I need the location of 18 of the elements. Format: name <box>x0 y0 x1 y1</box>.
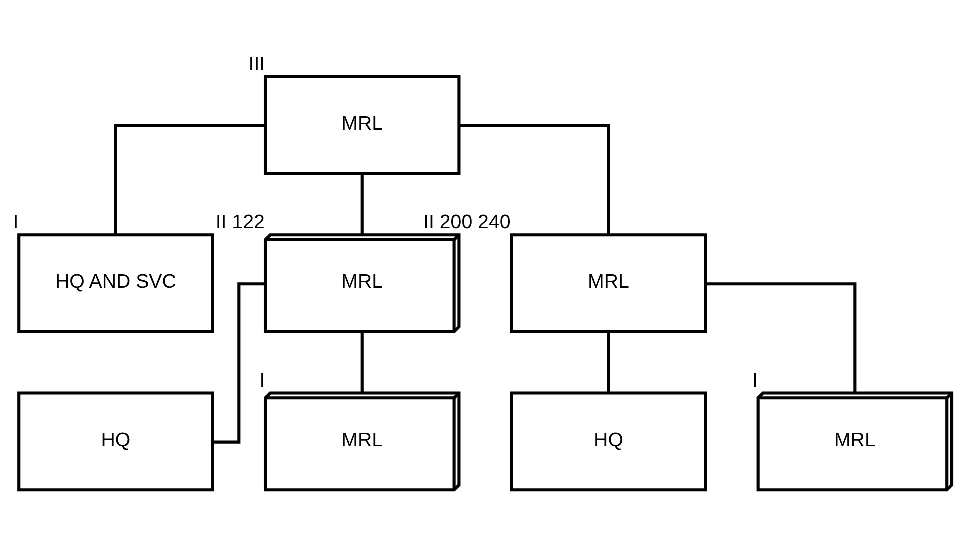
node-box: HQ <box>18 392 214 492</box>
node-label: II 200 240 <box>424 212 511 234</box>
node-label: II 122 <box>216 212 265 234</box>
connector <box>459 124 610 235</box>
connector <box>706 282 857 394</box>
connector <box>360 174 364 235</box>
connector <box>114 124 266 235</box>
node-label: I <box>260 370 266 392</box>
node-label: III <box>248 54 266 76</box>
connector <box>213 282 266 444</box>
connector <box>360 332 364 393</box>
connector <box>607 332 610 393</box>
node-label: I <box>13 212 19 234</box>
node-label: I <box>752 370 758 392</box>
node-box: MRL <box>264 75 461 176</box>
node-box: HQ AND SVC <box>18 234 214 334</box>
node-box: MRL <box>510 234 708 334</box>
node-box: HQ <box>510 392 708 492</box>
